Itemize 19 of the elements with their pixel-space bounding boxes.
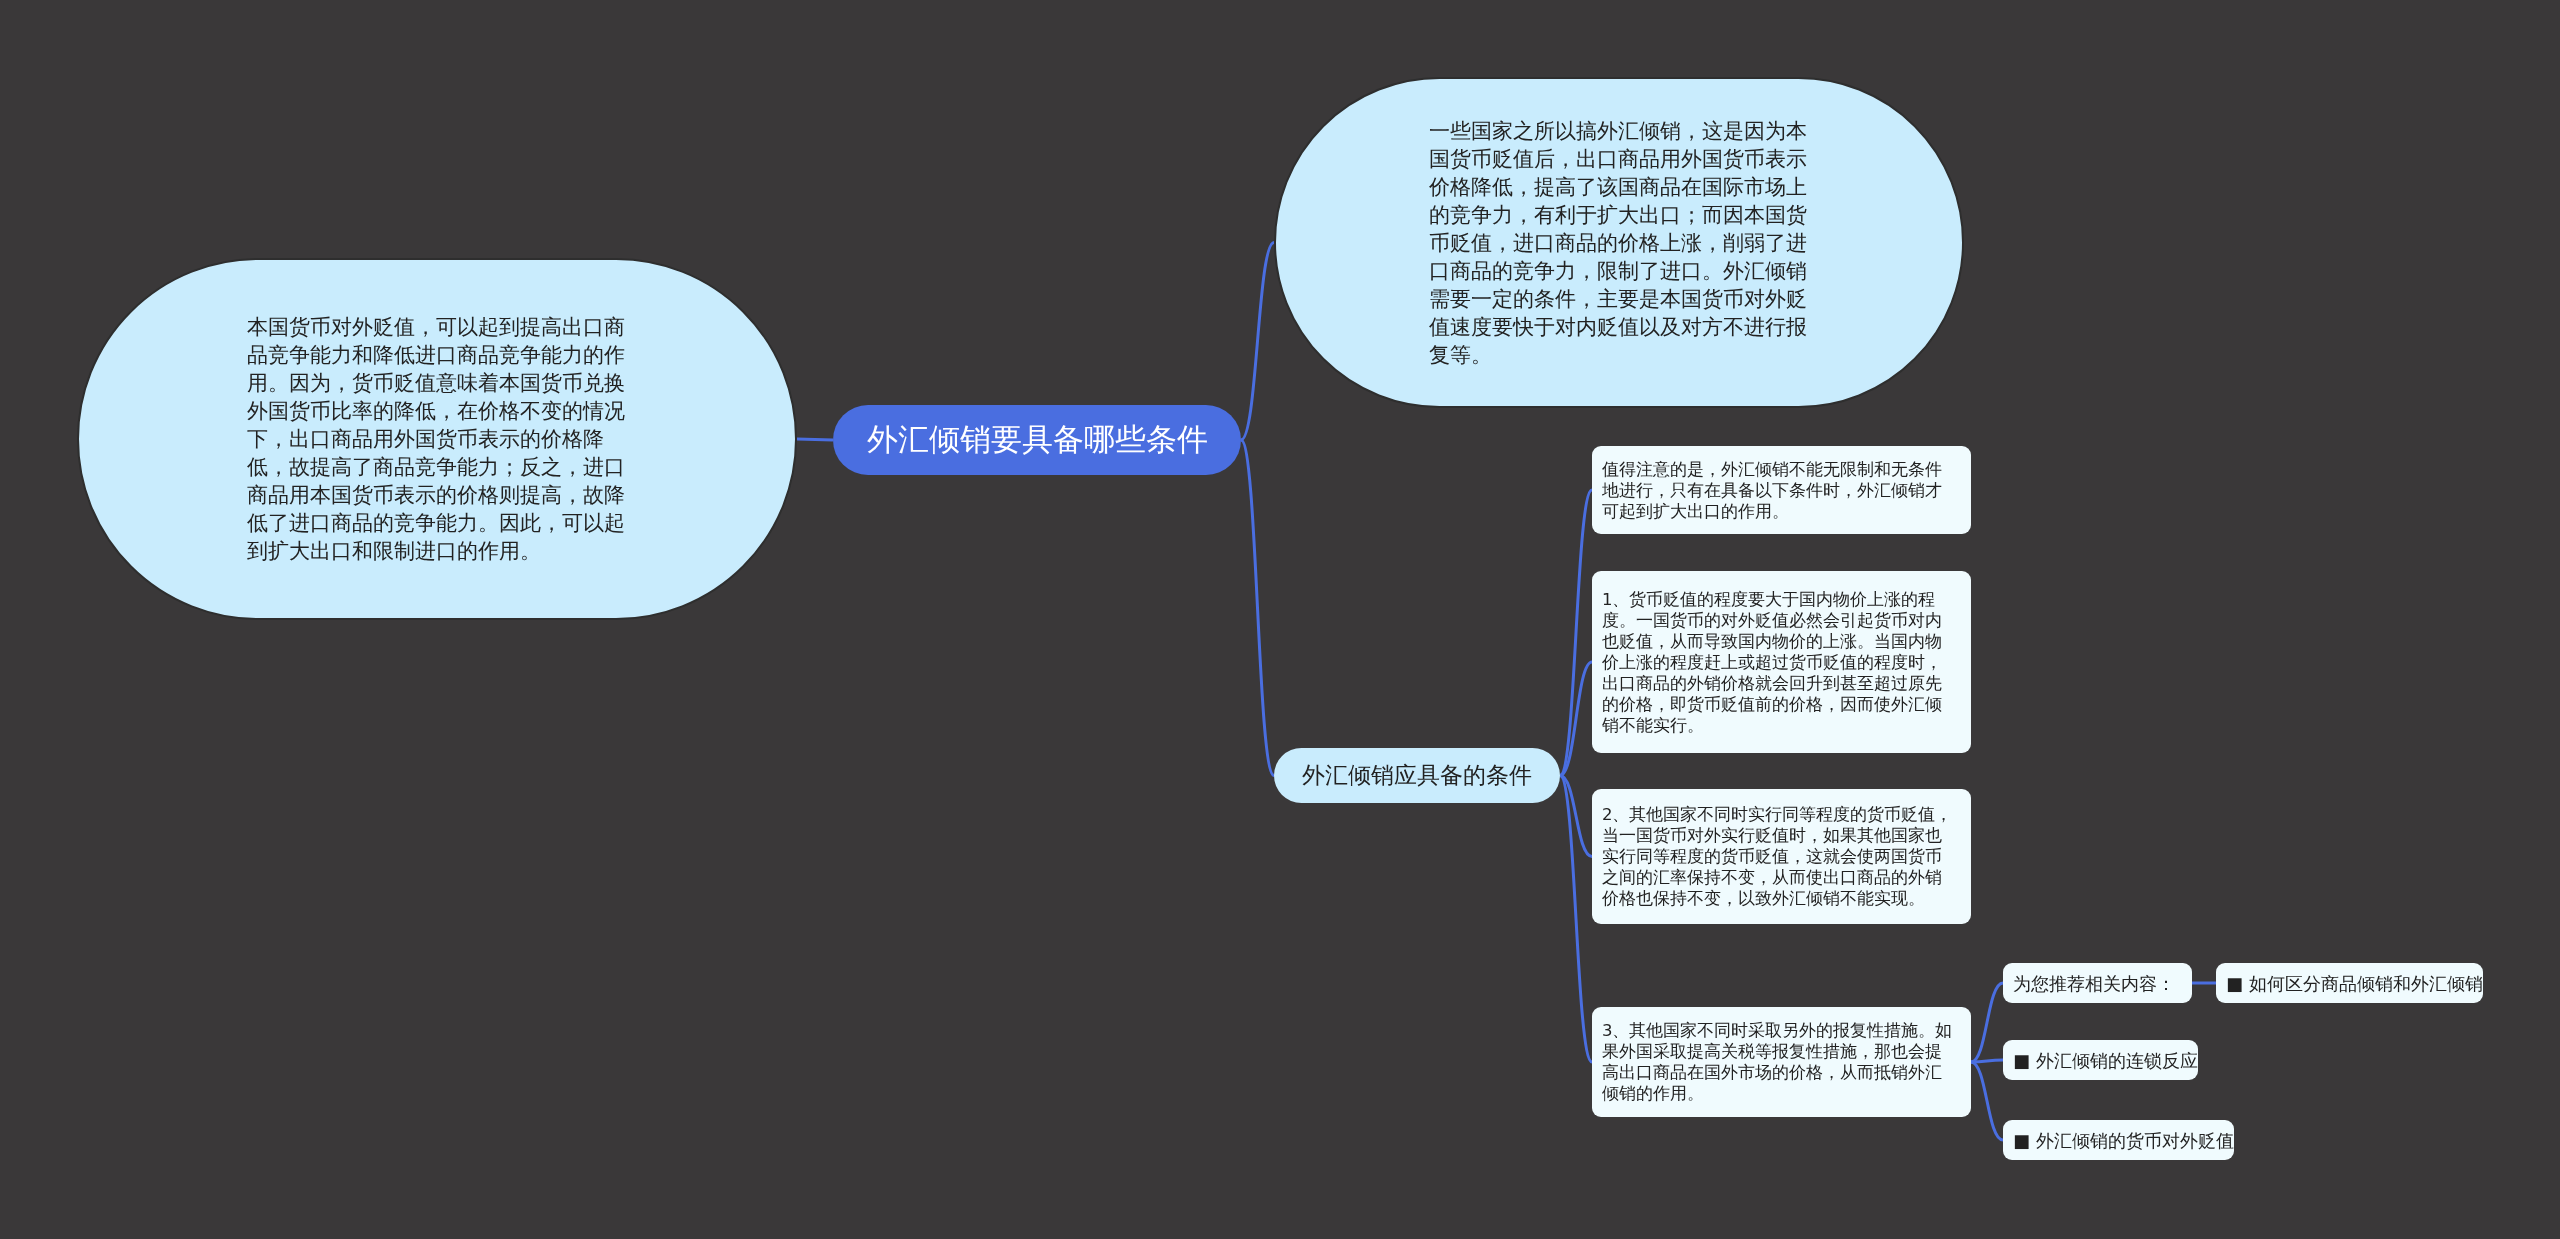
- connector-line: [1239, 439, 1276, 777]
- text-card: 值得注意的是，外汇倾销不能无限制和无条件地进行，只有在具备以下条件时，外汇倾销才可起到扩大出口的作用。: [1592, 446, 1971, 534]
- link-card: ■ 如何区分商品倾销和外汇倾销: [2216, 963, 2483, 1003]
- connector-line: [1970, 1060, 2004, 1142]
- connector-line: [1971, 1058, 2003, 1064]
- connector-line: [2192, 981, 2216, 985]
- topic-bubble: 本国货币对外贬值，可以起到提高出口商品竞争能力和降低进口商品竞争能力的作用。因为，货币贬值意味着本国货币兑换外国货币比率的降低，在价格不变的情况下，出口商品用外国货币表示的价格降低，故提高了商品竞争能力；反之，进口商品用本国货币表示的价格则提高，故降低了进口商品的竞争能力。因此，可以起到扩大出口和限制进口的作用。: [77, 258, 797, 620]
- link-card: ■ 外汇倾销的连锁反应: [2003, 1040, 2198, 1080]
- link-card: 为您推荐相关内容：: [2003, 963, 2192, 1003]
- text-card: 2、其他国家不同时实行同等程度的货币贬值，当一国货币对外实行贬值时，如果其他国家也实行同等程度的货币贬值，这就会使两国货币之间的汇率保持不变，从而使出口商品的外销价格也保持不变，以致外汇倾销不能实现。: [1592, 789, 1971, 924]
- connector-line: [796, 437, 834, 442]
- subtopic-pill: 外汇倾销应具备的条件: [1274, 748, 1560, 803]
- connector-line: [1239, 241, 1276, 442]
- link-card: ■ 外汇倾销的货币对外贬值: [2003, 1120, 2234, 1160]
- connector-line: [1558, 774, 1594, 1063]
- text-card: 3、其他国家不同时采取另外的报复性措施。如果外国采取提高关税等报复性措施，那也会提高出口商品在国外市场的价格，从而抵销外汇倾销的作用。: [1592, 1007, 1971, 1117]
- central-topic: 外汇倾销要具备哪些条件: [833, 405, 1241, 475]
- topic-bubble: 一些国家之所以搞外汇倾销，这是因为本国货币贬值后，出口商品用外国货币表示价格降低，提高了该国商品在国际市场上的竞争力，有利于扩大出口；而因本国货币贬值，进口商品的价格上涨，削弱了进口商品的竞争力，限制了进口。外汇倾销需要一定的条件，主要是本国货币对外贬值速度要快于对内贬值以及对方不进行报复等。: [1274, 77, 1964, 408]
- text-card: 1、货币贬值的程度要大于国内物价上涨的程度。一国货币的对外贬值必然会引起货币对内也贬值，从而导致国内物价的上涨。当国内物价上涨的程度赶上或超过货币贬值的程度时，出口商品的外销价格就会回升到甚至超过原先的价格，即货币贬值前的价格，因而使外汇倾销不能实行。: [1592, 571, 1971, 753]
